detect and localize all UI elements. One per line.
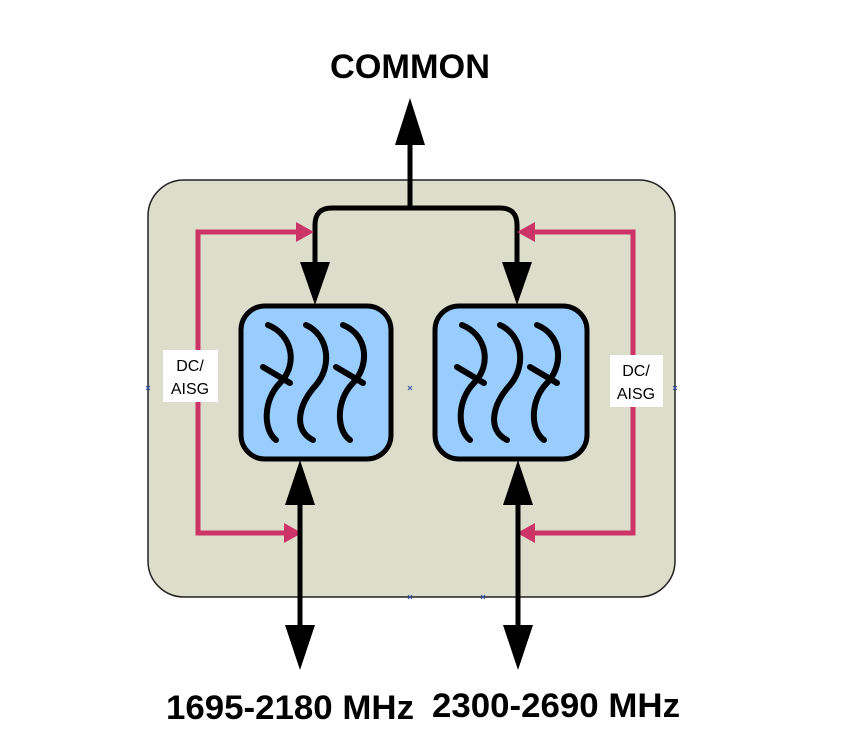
port-label-high-band: 2300-2690 MHz	[432, 687, 680, 725]
arrow-left-icon	[517, 523, 535, 543]
bypass-label-line1: DC/	[176, 358, 204, 375]
port-signal-path-left	[285, 460, 315, 670]
filter-block-left	[238, 303, 394, 462]
arrow-right-icon	[296, 222, 314, 242]
arrow-down-icon	[503, 625, 533, 670]
port-label-low-band: 1695-2180 MHz	[166, 689, 414, 727]
port-signal-path-right	[503, 460, 533, 670]
arrow-up-icon	[395, 98, 425, 145]
arrow-left-icon	[517, 222, 535, 242]
arrow-right-icon	[284, 523, 302, 543]
arrow-down-icon	[285, 625, 315, 670]
arrow-down-icon	[300, 262, 330, 305]
bypass-label-right: DC/ AISG	[610, 355, 663, 407]
bypass-label-line2: AISG	[171, 381, 209, 398]
anchor-markers	[145, 385, 678, 600]
common-port-label: COMMON	[330, 48, 490, 86]
arrow-up-icon	[503, 460, 533, 505]
bypass-label-line2: AISG	[617, 386, 655, 403]
filter-block-right	[432, 303, 590, 462]
bypass-label-line1: DC/	[622, 363, 650, 380]
bypass-label-left: DC/ AISG	[163, 350, 218, 402]
common-signal-path	[300, 98, 532, 305]
arrow-up-icon	[285, 460, 315, 505]
arrow-down-icon	[502, 262, 532, 305]
